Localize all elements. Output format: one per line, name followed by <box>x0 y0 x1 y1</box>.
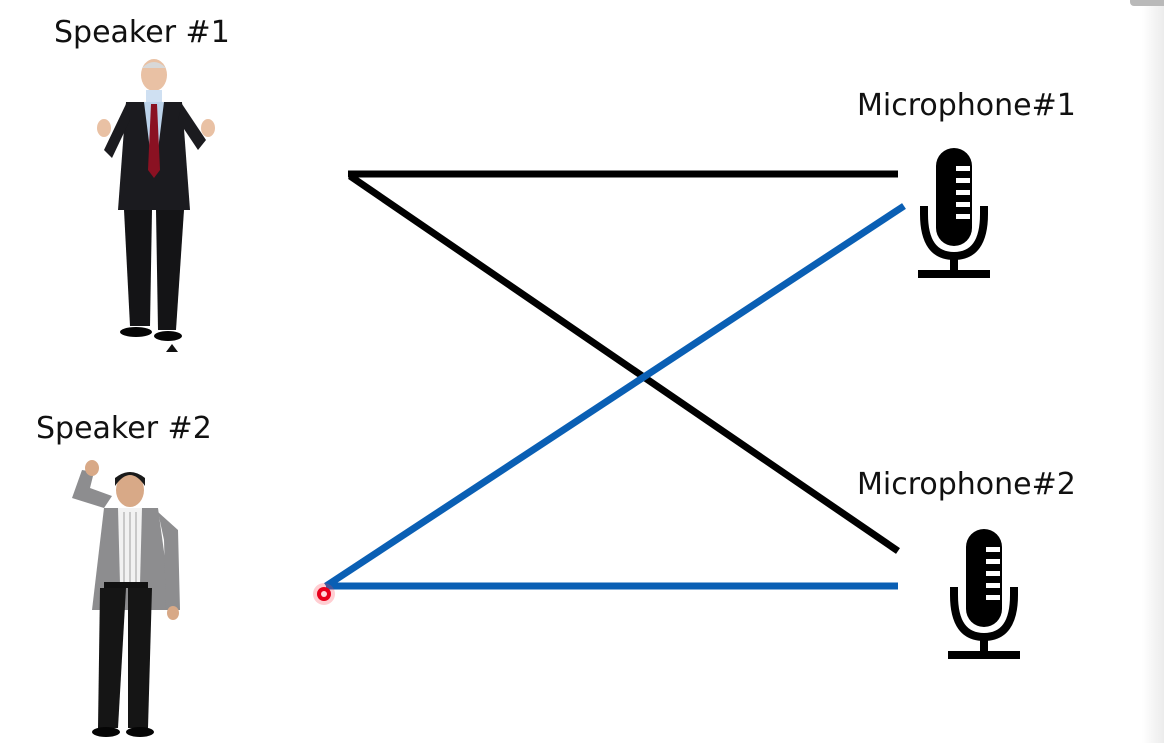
speaker-1-figure <box>97 59 215 352</box>
speaker-1-to-microphone-2-line <box>348 173 900 554</box>
window-corner-tab <box>1130 0 1164 6</box>
microphone-icon <box>918 148 990 278</box>
speaker-2-figure <box>72 460 180 737</box>
microphone-2-label: Microphone#2 <box>857 467 1076 502</box>
laser-pointer-dot <box>313 583 335 605</box>
window-edge-shadow <box>1142 0 1164 743</box>
speaker-2-label: Speaker #2 <box>36 411 212 446</box>
microphone-1-label: Microphone#1 <box>857 88 1076 123</box>
signal-paths <box>324 170 906 590</box>
microphone-icon <box>948 529 1020 659</box>
speaker-1-label: Speaker #1 <box>54 15 230 50</box>
speaker-2-to-microphone-1-line <box>324 203 906 589</box>
